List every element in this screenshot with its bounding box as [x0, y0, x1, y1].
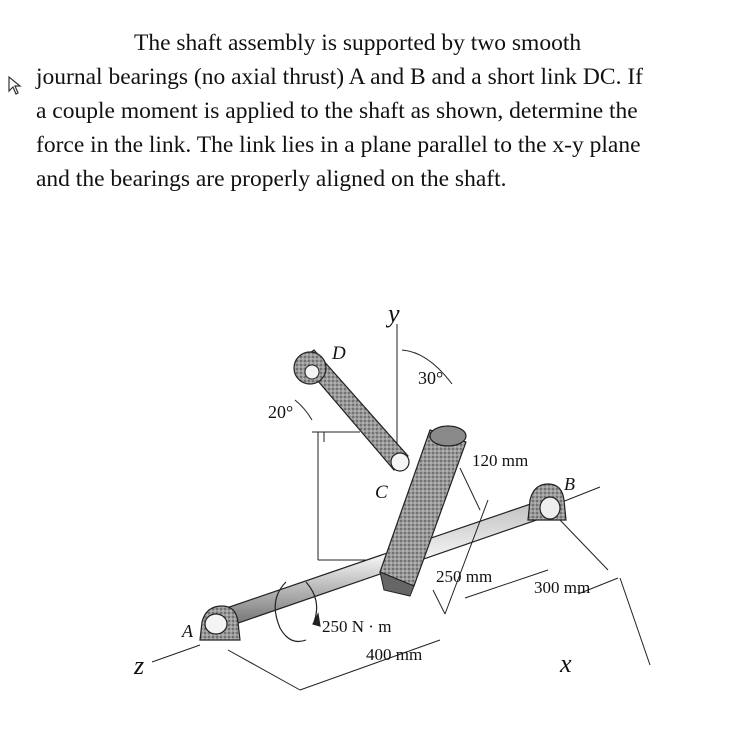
z-axis-line [151, 644, 201, 663]
bearing-a [199, 605, 241, 641]
angle-20-label: 20° [268, 402, 293, 422]
link-dc [293, 349, 410, 472]
dim-120-label: 120 mm [472, 451, 528, 470]
moment-arc [274, 581, 321, 643]
point-c-label: C [375, 482, 388, 503]
mouse-pointer-icon [8, 76, 22, 95]
dim-300-label: 300 mm [534, 578, 590, 597]
dim-250-label: 250 mm [436, 567, 492, 586]
angle-30-label: 30° [418, 368, 443, 388]
z-axis-label: z [133, 651, 144, 680]
dim-400-label: 400 mm [366, 645, 422, 664]
moment-label: 250 N · m [322, 617, 391, 636]
bearing-b [527, 483, 567, 521]
x-axis-label: x [559, 649, 572, 678]
point-b-label: B [564, 474, 575, 494]
problem-statement: The shaft assembly is supported by two s… [36, 30, 643, 192]
lever-arm [379, 425, 467, 597]
dimension-lines [227, 467, 651, 691]
point-a-label: A [181, 621, 194, 641]
point-d-label: D [331, 343, 346, 364]
y-axis-label: y [385, 299, 400, 328]
